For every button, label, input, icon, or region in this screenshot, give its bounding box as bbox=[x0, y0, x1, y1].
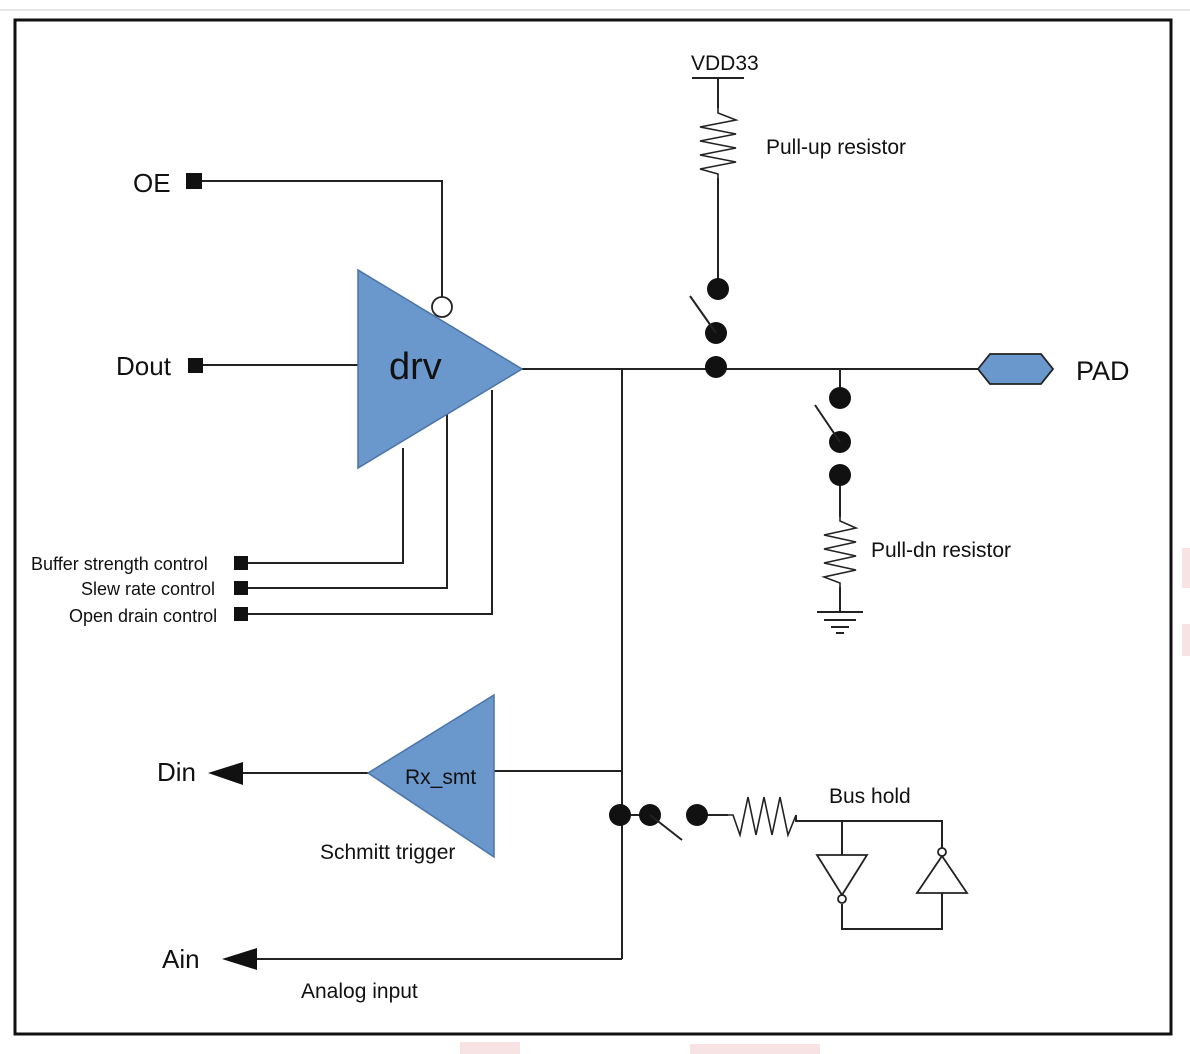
buffer-strength-label: Buffer strength control bbox=[31, 554, 208, 574]
driver-triangle-icon bbox=[357, 268, 524, 470]
din-arrow-icon bbox=[208, 762, 243, 785]
drv-label: drv bbox=[389, 346, 442, 388]
switches bbox=[609, 278, 851, 841]
ground-icon bbox=[817, 611, 863, 634]
watermark-fragments bbox=[460, 548, 1190, 1054]
arrowheads bbox=[208, 762, 257, 970]
wires bbox=[202, 78, 978, 960]
bus-hold-switch-contact-icon bbox=[686, 804, 708, 826]
bus-hold-switch-contact-icon bbox=[609, 804, 631, 826]
ain-arrow-icon bbox=[222, 948, 257, 970]
buffer-strength-wire bbox=[248, 448, 404, 564]
enable-bubble-icon bbox=[431, 296, 453, 318]
pull-dn-switch-contact-icon bbox=[829, 387, 851, 409]
pull-up-label: Pull-up resistor bbox=[766, 136, 906, 159]
oe-label: OE bbox=[133, 168, 171, 198]
bus-hold-latch bbox=[815, 847, 969, 904]
open-drain-wire bbox=[248, 390, 493, 615]
oe-terminal-icon bbox=[186, 173, 202, 189]
diagram-frame bbox=[13, 18, 1173, 1036]
pull-up-switch-arm-icon bbox=[689, 295, 717, 334]
pad-hexagon-icon bbox=[976, 353, 1055, 385]
slew-rate-label: Slew rate control bbox=[81, 579, 215, 599]
schmitt-trigger-label: Schmitt trigger bbox=[320, 841, 455, 864]
slew-rate-terminal-icon bbox=[234, 581, 248, 595]
inverter-down-bubble-icon bbox=[837, 894, 847, 904]
ain-label: Ain bbox=[162, 944, 200, 974]
din-label: Din bbox=[157, 757, 196, 787]
labels: OE Dout drv VDD33 Pull-up resistor PAD P… bbox=[31, 52, 1130, 1003]
bus-hold-resistor-icon bbox=[728, 796, 797, 838]
pull-up-switch-contact-icon bbox=[707, 278, 729, 300]
vdd-label: VDD33 bbox=[691, 52, 759, 75]
pad-junction-dot-icon bbox=[705, 356, 727, 378]
inverter-up-icon bbox=[915, 854, 969, 894]
bus-hold-top-wire bbox=[795, 815, 943, 852]
pull-dn-resistor-icon bbox=[821, 517, 859, 587]
analog-input-label: Analog input bbox=[301, 980, 418, 1003]
rx-smt-label: Rx_smt bbox=[405, 766, 476, 789]
pull-up-resistor-icon bbox=[699, 108, 739, 178]
pad-label: PAD bbox=[1076, 356, 1130, 386]
oe-wire bbox=[202, 180, 443, 297]
bus-hold-label: Bus hold bbox=[829, 785, 911, 808]
inverter-down-icon bbox=[815, 854, 869, 897]
buffer-strength-terminal-icon bbox=[234, 556, 248, 570]
bus-hold-switch-arm-icon bbox=[649, 814, 683, 841]
schmitt-trigger-triangle-icon bbox=[366, 693, 495, 859]
inverter-up-bubble-icon bbox=[937, 847, 947, 857]
slew-rate-wire bbox=[248, 414, 448, 589]
bus-hold-bottom-wire bbox=[841, 893, 943, 930]
pull-dn-switch-contact-icon bbox=[829, 464, 851, 486]
pull-dn-label: Pull-dn resistor bbox=[871, 539, 1011, 562]
open-drain-terminal-icon bbox=[234, 607, 248, 621]
terminal-squares bbox=[186, 173, 248, 621]
open-drain-label: Open drain control bbox=[69, 606, 217, 626]
dout-terminal-icon bbox=[188, 358, 203, 373]
pull-dn-switch-arm-icon bbox=[814, 404, 841, 443]
dout-label: Dout bbox=[116, 351, 172, 381]
